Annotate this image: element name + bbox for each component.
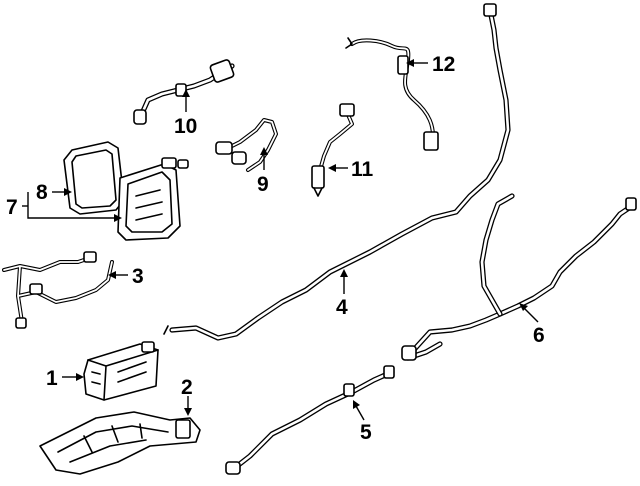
- callout-1: 1: [46, 367, 58, 390]
- callout-8: 8: [36, 181, 48, 204]
- callout-10: 10: [174, 115, 197, 138]
- part-12-sensor-harness: [345, 37, 439, 151]
- part-6-fuel-line: [401, 193, 637, 361]
- leader-6: [519, 303, 539, 323]
- callout-5: 5: [360, 421, 372, 444]
- leader-7: [22, 192, 122, 222]
- leader-2: [184, 396, 192, 416]
- leader-4: [340, 269, 348, 294]
- leader-8: [52, 188, 72, 196]
- part-3-wiring-harness: [2, 251, 114, 329]
- callout-4: 4: [336, 296, 348, 319]
- leader-10: [182, 89, 190, 112]
- callout-7: 7: [6, 196, 18, 219]
- part-2-shield: [39, 411, 201, 475]
- part-10-hose: [133, 59, 235, 125]
- part-8-gasket: [63, 141, 125, 215]
- part-5-fuel-line: [225, 365, 395, 475]
- leader-3: [108, 271, 128, 279]
- callout-12: 12: [432, 53, 455, 76]
- leader-9: [260, 147, 268, 170]
- leader-12: [406, 59, 428, 67]
- part-11-oxygen-sensor: [311, 103, 355, 197]
- leader-11: [328, 164, 348, 172]
- leader-5: [353, 400, 365, 421]
- callout-9: 9: [257, 173, 269, 196]
- part-9-sensor: [215, 118, 278, 172]
- callout-2: 2: [181, 376, 193, 399]
- part-1-canister: [83, 341, 159, 401]
- part-4-fuel-line: [163, 3, 511, 341]
- callout-6: 6: [533, 324, 545, 347]
- callout-3: 3: [132, 265, 144, 288]
- leader-1: [62, 373, 84, 381]
- part-7-control-module: [117, 157, 189, 241]
- callout-11: 11: [351, 158, 374, 181]
